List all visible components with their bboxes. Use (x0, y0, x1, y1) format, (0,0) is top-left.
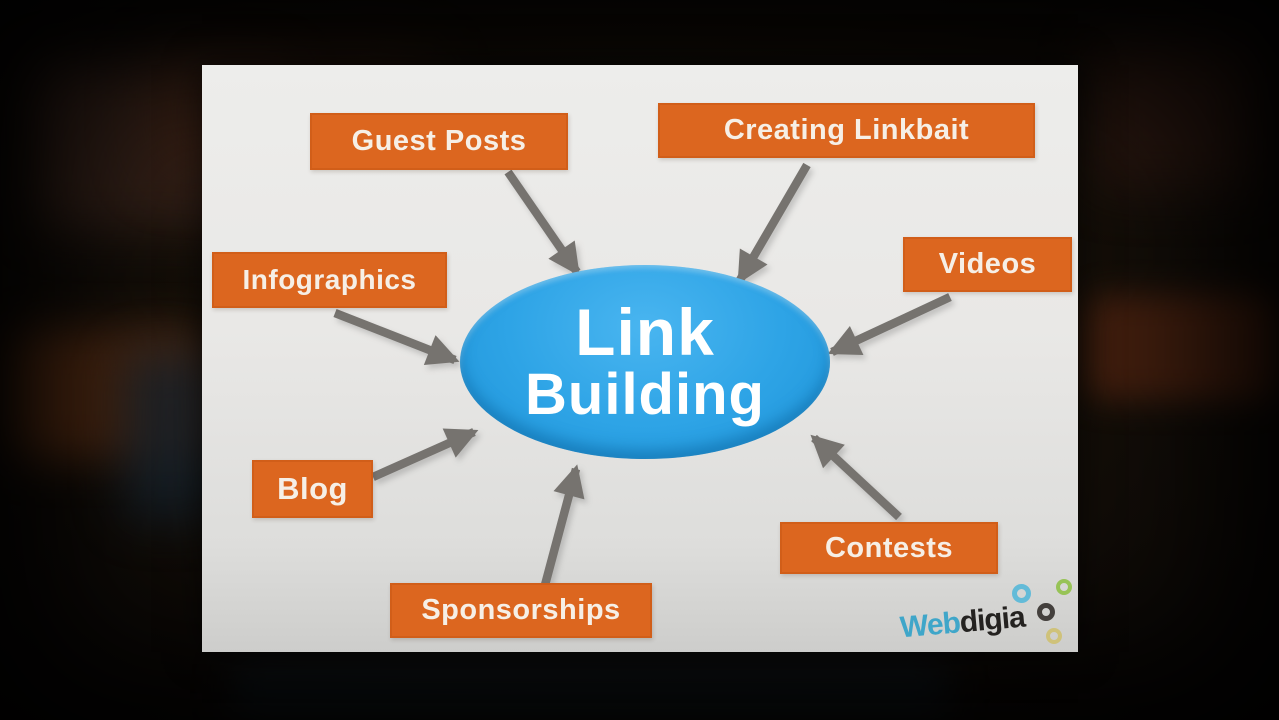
logo-text-web: Web (898, 606, 962, 645)
logo-ring-yellow (1046, 628, 1062, 644)
topic-node-creating-linkbait: Creating Linkbait (658, 103, 1035, 158)
topic-node-guest-posts: Guest Posts (310, 113, 568, 170)
topic-label: Videos (938, 248, 1037, 280)
topic-label: Infographics (242, 264, 417, 295)
central-node-title-line1: Link (575, 294, 715, 369)
arrow-blog (371, 428, 479, 481)
slide-card: Link Building Guest Posts Creating Linkb… (202, 65, 1078, 652)
topic-label: Creating Linkbait (723, 114, 970, 146)
topic-node-contests: Contests (780, 522, 998, 574)
background-blur-blob (1085, 295, 1279, 400)
topic-label: Contests (824, 531, 954, 564)
arrow-contests (810, 434, 902, 521)
arrow-videos (827, 293, 952, 356)
topic-label: Blog (277, 471, 348, 506)
topic-node-videos: Videos (903, 237, 1072, 292)
background-blur-blob (1090, 40, 1260, 190)
arrow-infographics (333, 309, 460, 365)
logo-ring-dark (1037, 603, 1055, 621)
central-node-title-line2: Building (525, 361, 765, 427)
arrow-creating-linkbait (736, 162, 811, 285)
logo-text-digia: digia (958, 600, 1026, 640)
logo-ring-green (1056, 579, 1072, 595)
topic-node-blog: Blog (252, 460, 373, 518)
arrow-layer (333, 162, 952, 587)
background-blur-blob (230, 655, 950, 720)
arrow-guest-posts (504, 169, 581, 276)
topic-label: Sponsorships (421, 594, 621, 626)
topic-node-sponsorships: Sponsorships (390, 583, 652, 638)
arrow-sponsorships (540, 464, 585, 587)
central-node-link-building: Link Building (460, 265, 830, 459)
logo-ring-teal (1012, 584, 1031, 603)
topic-node-infographics: Infographics (212, 252, 447, 308)
topic-label: Guest Posts (351, 125, 527, 157)
